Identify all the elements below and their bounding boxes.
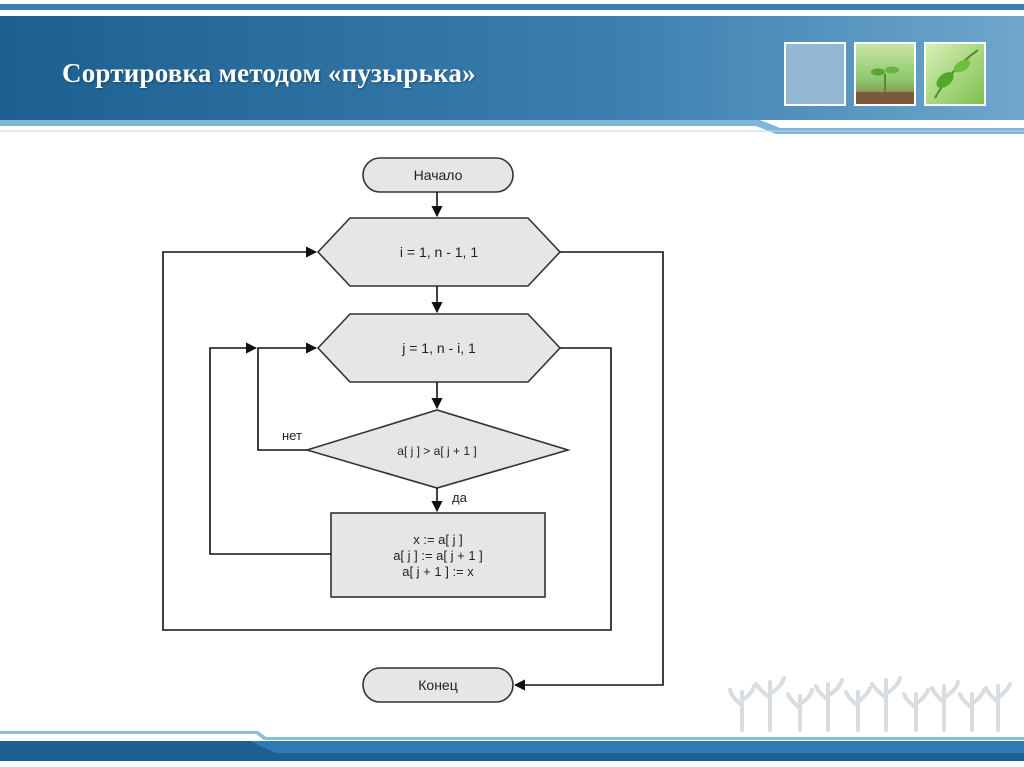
end-label: Конец <box>418 677 457 693</box>
seedling-photo-icon <box>854 42 916 106</box>
swap-line-2: a[ j ] := a[ j + 1 ] <box>393 548 483 563</box>
condition-label: a[ j ] > a[ j + 1 ] <box>397 444 476 458</box>
start-label: Начало <box>414 167 463 183</box>
start-terminator <box>362 157 514 193</box>
arrow-condition-no <box>257 342 318 451</box>
yes-label: да <box>452 490 468 505</box>
swap-line-3: a[ j + 1 ] := x <box>402 564 474 579</box>
slide-title: Сортировка методом «пузырька» <box>62 58 476 88</box>
swap-process-box <box>330 512 546 598</box>
outer-loop-label: i = 1, n - 1, 1 <box>400 244 478 260</box>
header-band <box>0 0 1024 135</box>
no-label: нет <box>282 428 302 443</box>
arrow-swap-loopback <box>209 342 331 555</box>
inner-loop-label: j = 1, n - i, 1 <box>401 340 476 356</box>
arrow-inner-exit <box>162 246 612 631</box>
condition-diamond <box>304 409 571 489</box>
arrow-outer-exit <box>513 251 664 691</box>
swap-line-1: x := a[ j ] <box>413 532 463 547</box>
end-terminator <box>362 667 514 703</box>
blank-tile-icon <box>784 42 846 106</box>
leaf-photo-icon <box>924 42 986 106</box>
